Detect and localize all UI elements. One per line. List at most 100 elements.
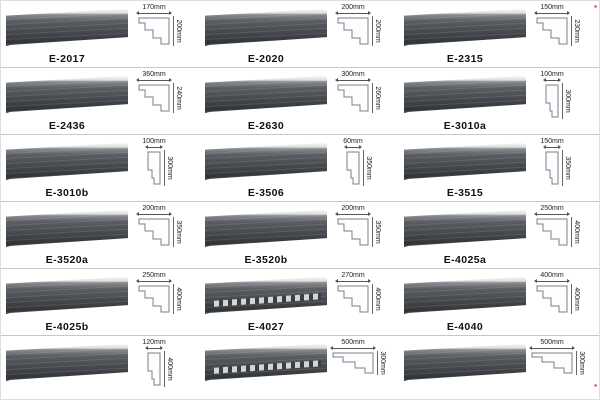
height-dimension-line xyxy=(571,284,572,314)
height-dimension-line xyxy=(173,284,174,314)
cross-section-drawing: 300mm xyxy=(530,351,585,375)
width-dimension-label: 360mm xyxy=(142,71,166,78)
width-dimension-label: 200mm xyxy=(142,205,166,212)
profile-diagram: 200mm 350mm xyxy=(122,205,186,247)
cross-section-shape xyxy=(337,285,369,313)
molding-body xyxy=(205,76,327,113)
product-code: E-2315 xyxy=(446,53,484,65)
profile-diagram: 120mm 400mm xyxy=(122,339,186,387)
width-dimension-line xyxy=(335,212,371,216)
cross-section-shape xyxy=(531,352,573,374)
height-dimension-label: 260mm xyxy=(374,86,381,110)
width-dimension-label: 200mm xyxy=(341,205,365,212)
cross-section-drawing: 240mm xyxy=(137,83,182,113)
product-cell: 120mm 400mm xyxy=(1,336,200,399)
width-dimension-label: 500mm xyxy=(341,339,365,346)
cross-section-drawing: 300mm xyxy=(331,351,386,375)
product-cell: 500mm 300mm xyxy=(200,336,399,399)
product-code: E-4025b xyxy=(45,321,89,333)
width-dimension-label: 250mm xyxy=(142,272,166,279)
product-cell: 250mm 400mm E-4025b xyxy=(1,269,200,335)
cross-section-shape xyxy=(337,84,369,112)
molding-body xyxy=(6,277,128,314)
product-cell: 200mm 200mm E-2020 xyxy=(200,1,399,67)
height-dimension-line xyxy=(571,217,572,247)
cross-section-shape xyxy=(147,352,161,386)
molding-body xyxy=(404,9,526,46)
molding-body xyxy=(6,344,128,381)
height-dimension-label: 400mm xyxy=(573,220,580,244)
width-dimension-label: 100mm xyxy=(540,71,564,78)
profile-diagram: 500mm 300mm xyxy=(520,339,585,375)
width-dimension-line xyxy=(145,145,163,149)
molding-body xyxy=(404,76,526,113)
height-dimension-line xyxy=(173,217,174,247)
cross-section-drawing: 400mm xyxy=(535,217,580,247)
width-dimension-label: 60mm xyxy=(343,138,363,145)
width-dimension-line xyxy=(136,78,172,82)
product-code: E-2017 xyxy=(48,53,86,65)
molding-body xyxy=(6,76,128,113)
height-dimension-label: 200mm xyxy=(175,19,182,43)
cross-section-drawing: 200mm xyxy=(336,16,381,46)
height-dimension-label: 230mm xyxy=(573,19,580,43)
width-dimension-label: 150mm xyxy=(540,4,564,11)
molding-body xyxy=(404,277,526,314)
width-dimension-line xyxy=(534,279,570,283)
product-code: E-3520b xyxy=(244,254,288,266)
height-dimension-line xyxy=(562,83,563,119)
molding-photo xyxy=(404,9,526,46)
product-code: E-3010a xyxy=(443,120,487,132)
height-dimension-line xyxy=(164,150,165,186)
width-dimension-label: 250mm xyxy=(540,205,564,212)
cross-section-drawing: 400mm xyxy=(535,284,580,314)
product-code: E-2436 xyxy=(48,120,86,132)
width-dimension-line xyxy=(136,212,172,216)
molding-body xyxy=(205,277,327,314)
width-dimension-label: 500mm xyxy=(540,339,564,346)
molding-photo xyxy=(205,277,327,314)
molding-photo xyxy=(6,9,128,46)
width-dimension-label: 270mm xyxy=(341,272,365,279)
cross-section-drawing: 350mm xyxy=(544,150,571,186)
molding-body xyxy=(205,143,327,180)
product-cell: 300mm 260mm E-2630 xyxy=(200,68,399,134)
width-dimension-label: 100mm xyxy=(142,138,166,145)
height-dimension-label: 350mm xyxy=(175,220,182,244)
cross-section-drawing: 400mm xyxy=(146,351,173,387)
height-dimension-label: 400mm xyxy=(573,287,580,311)
height-dimension-line xyxy=(363,150,364,186)
product-cell: 400mm 400mm E-4040 xyxy=(399,269,598,335)
height-dimension-line xyxy=(562,150,563,186)
product-code: E-4025a xyxy=(443,254,487,266)
width-dimension-line xyxy=(335,11,371,15)
product-cell: 200mm 350mm E-3520b xyxy=(200,202,399,268)
product-cell: 360mm 240mm E-2436 xyxy=(1,68,200,134)
molding-photo xyxy=(6,277,128,314)
height-dimension-label: 300mm xyxy=(166,156,173,180)
profile-diagram: 100mm 300mm xyxy=(122,138,186,186)
cross-section-shape xyxy=(337,218,369,246)
molding-body xyxy=(6,210,128,247)
cross-section-shape xyxy=(536,218,568,246)
cross-section-shape xyxy=(337,17,369,45)
molding-photo xyxy=(205,344,327,381)
dentil-row xyxy=(213,293,321,307)
dentil-row xyxy=(213,360,321,374)
height-dimension-line xyxy=(173,16,174,46)
width-dimension-label: 200mm xyxy=(341,4,365,11)
height-dimension-label: 300mm xyxy=(578,351,585,375)
width-dimension-line xyxy=(330,346,376,350)
product-code: E-2020 xyxy=(247,53,285,65)
width-dimension-label: 300mm xyxy=(341,71,365,78)
catalog-row: 100mm 300mm E-3010b 60mm xyxy=(1,135,599,202)
catalog-row: 200mm 350mm E-3520a 200mm xyxy=(1,202,599,269)
cross-section-shape xyxy=(346,151,360,185)
width-dimension-line xyxy=(335,279,371,283)
width-dimension-line xyxy=(534,11,570,15)
product-cell: 100mm 300mm E-3010a xyxy=(399,68,598,134)
height-dimension-label: 240mm xyxy=(175,86,182,110)
molding-body xyxy=(205,344,327,381)
